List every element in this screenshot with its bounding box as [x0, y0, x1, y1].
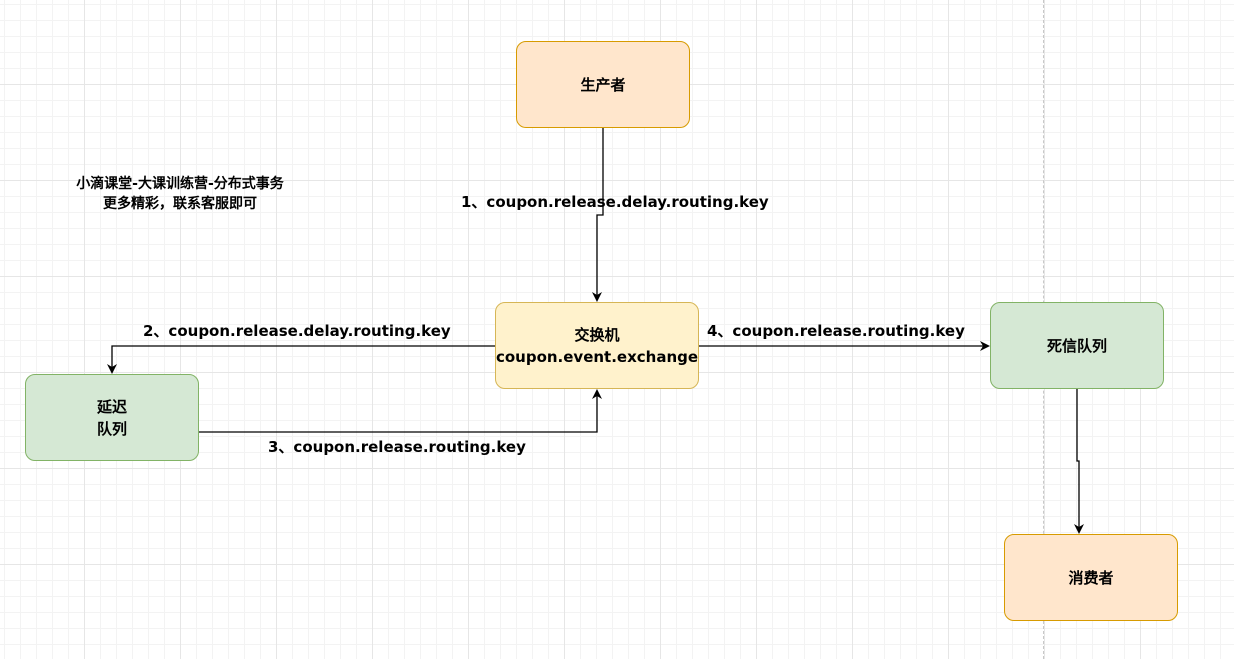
- exchange-title: 交换机: [574, 325, 620, 344]
- edge-label-step1[interactable]: 1、coupon.release.delay.routing.key: [461, 193, 769, 211]
- delay-queue-label-line1: 延迟: [96, 397, 127, 416]
- edge-label-step2[interactable]: 2、coupon.release.delay.routing.key: [143, 322, 451, 340]
- exchange-name: coupon.event.exchange: [495, 347, 699, 366]
- edge-label-step3[interactable]: 3、coupon.release.routing.key: [268, 438, 526, 456]
- note-line1: 小滴课堂-大课训练营-分布式事务: [76, 176, 284, 192]
- producer-node[interactable]: 生产者: [516, 41, 690, 128]
- note-text[interactable]: 小滴课堂-大课训练营-分布式事务 更多精彩，联系客服即可: [40, 174, 320, 214]
- edge-delay-queue-to-exchange[interactable]: [199, 389, 602, 433]
- consumer-node[interactable]: 消费者: [1004, 534, 1178, 621]
- edge-exchange-to-delay-queue[interactable]: [107, 345, 495, 374]
- exchange-node[interactable]: 交换机 coupon.event.exchange: [495, 302, 699, 389]
- edge-label-step4[interactable]: 4、coupon.release.routing.key: [707, 322, 965, 340]
- edge-producer-to-exchange[interactable]: [592, 128, 604, 302]
- consumer-label: 消费者: [1068, 568, 1114, 587]
- note-line2: 更多精彩，联系客服即可: [103, 196, 257, 212]
- delay-queue-label-line2: 队列: [96, 419, 127, 438]
- dead-letter-queue-label: 死信队列: [1046, 336, 1107, 355]
- edge-dead-letter-queue-to-consumer[interactable]: [1074, 389, 1084, 534]
- delay-queue-node[interactable]: 延迟 队列: [25, 374, 199, 461]
- producer-label: 生产者: [580, 75, 626, 94]
- dead-letter-queue-node[interactable]: 死信队列: [990, 302, 1164, 389]
